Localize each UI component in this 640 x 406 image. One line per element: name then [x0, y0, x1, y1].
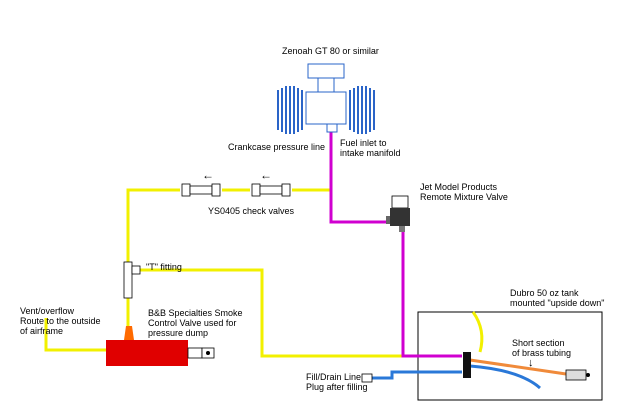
engine: [305, 63, 347, 133]
t-fitting: [123, 261, 141, 299]
check-valves-label: YS0405 check valves: [208, 206, 295, 216]
smoke-valve-label: B&B Specialties Smoke Control Valve used…: [148, 308, 243, 338]
brass-tubing-label: Short section of brass tubing: [512, 338, 572, 358]
remote-valve-label: Jet Model Products Remote Mixture Valve: [420, 182, 508, 202]
clunk: [565, 369, 590, 381]
check-valve-1: [181, 183, 221, 197]
brass-tubing: [469, 358, 567, 376]
tank-bulkhead-fitting: [463, 352, 471, 378]
vent-label: Vent/overflow Route to the outside of ai…: [20, 306, 101, 336]
fuel-line: [329, 132, 462, 358]
pressure-lines: [44, 132, 484, 358]
fuel-inlet-label: Fuel inlet to intake manifold: [340, 138, 401, 158]
remote-mixture-valve: [386, 195, 410, 232]
check-valve-2: [251, 183, 291, 197]
crankcase-label: Crankcase pressure line: [228, 142, 326, 152]
fill-plug: [361, 373, 373, 383]
arrow-left-1: ←: [202, 168, 214, 182]
arrow-left-2: ←: [260, 168, 272, 182]
engine-cooling-fins: [277, 86, 375, 134]
t-fitting-label: "T" fitting: [146, 262, 182, 272]
smoke-control-valve: [106, 326, 215, 366]
fill-drain-line: [372, 364, 542, 390]
arrow-down: ↓: [528, 357, 534, 369]
engine-label: Zenoah GT 80 or similar: [282, 46, 379, 56]
tank-label: Dubro 50 oz tank mounted "upside down": [510, 288, 605, 308]
fill-drain-label: Fill/Drain Line Plug after filling: [306, 372, 368, 392]
